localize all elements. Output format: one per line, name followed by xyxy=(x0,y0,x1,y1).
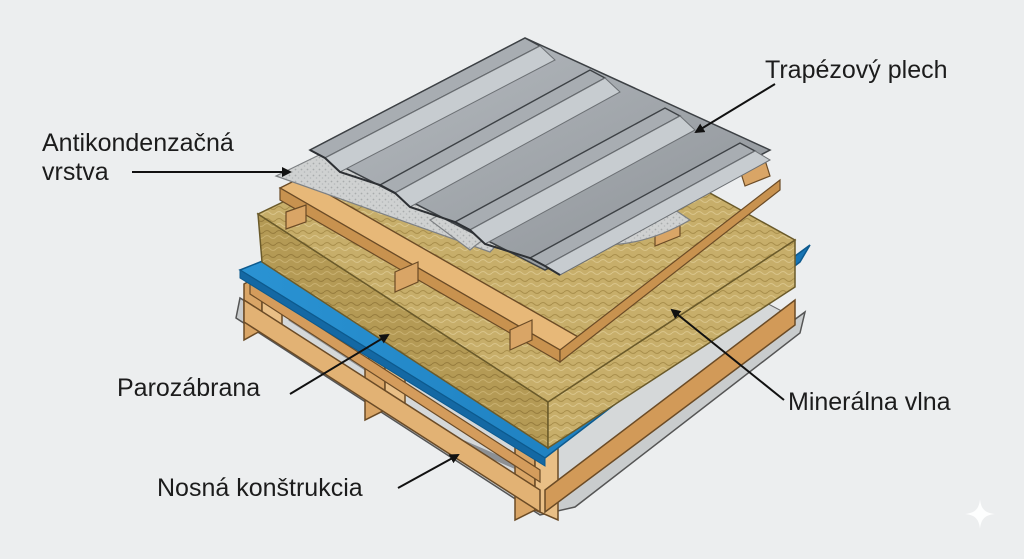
label-antikondenzacna-line2: vrstva xyxy=(42,158,109,186)
sparkle-icon xyxy=(965,499,995,529)
arrow-trapezovy-plech xyxy=(694,83,776,134)
label-trapezovy-plech: Trapézový plech xyxy=(765,56,948,84)
trapezovy-plech-sheet xyxy=(308,37,772,276)
label-antikondenzacna-line1: Antikondenzačná xyxy=(42,129,234,157)
arrow-nosna-konstrukcia xyxy=(397,454,460,489)
label-mineralna-vlna: Minerálna vlna xyxy=(788,388,951,416)
label-antikondenzacna-vrstva: Antikondenzačná vrstva xyxy=(42,129,282,187)
callout-arrows xyxy=(132,83,785,489)
latovanie-battens xyxy=(278,159,781,364)
arrow-mineralna-vlna xyxy=(670,308,785,401)
label-nosna-konstrukcia: Nosná konštrukcia xyxy=(157,474,363,502)
label-parozabrana: Parozábrana xyxy=(117,374,261,402)
arrow-parozabrana xyxy=(289,333,390,395)
